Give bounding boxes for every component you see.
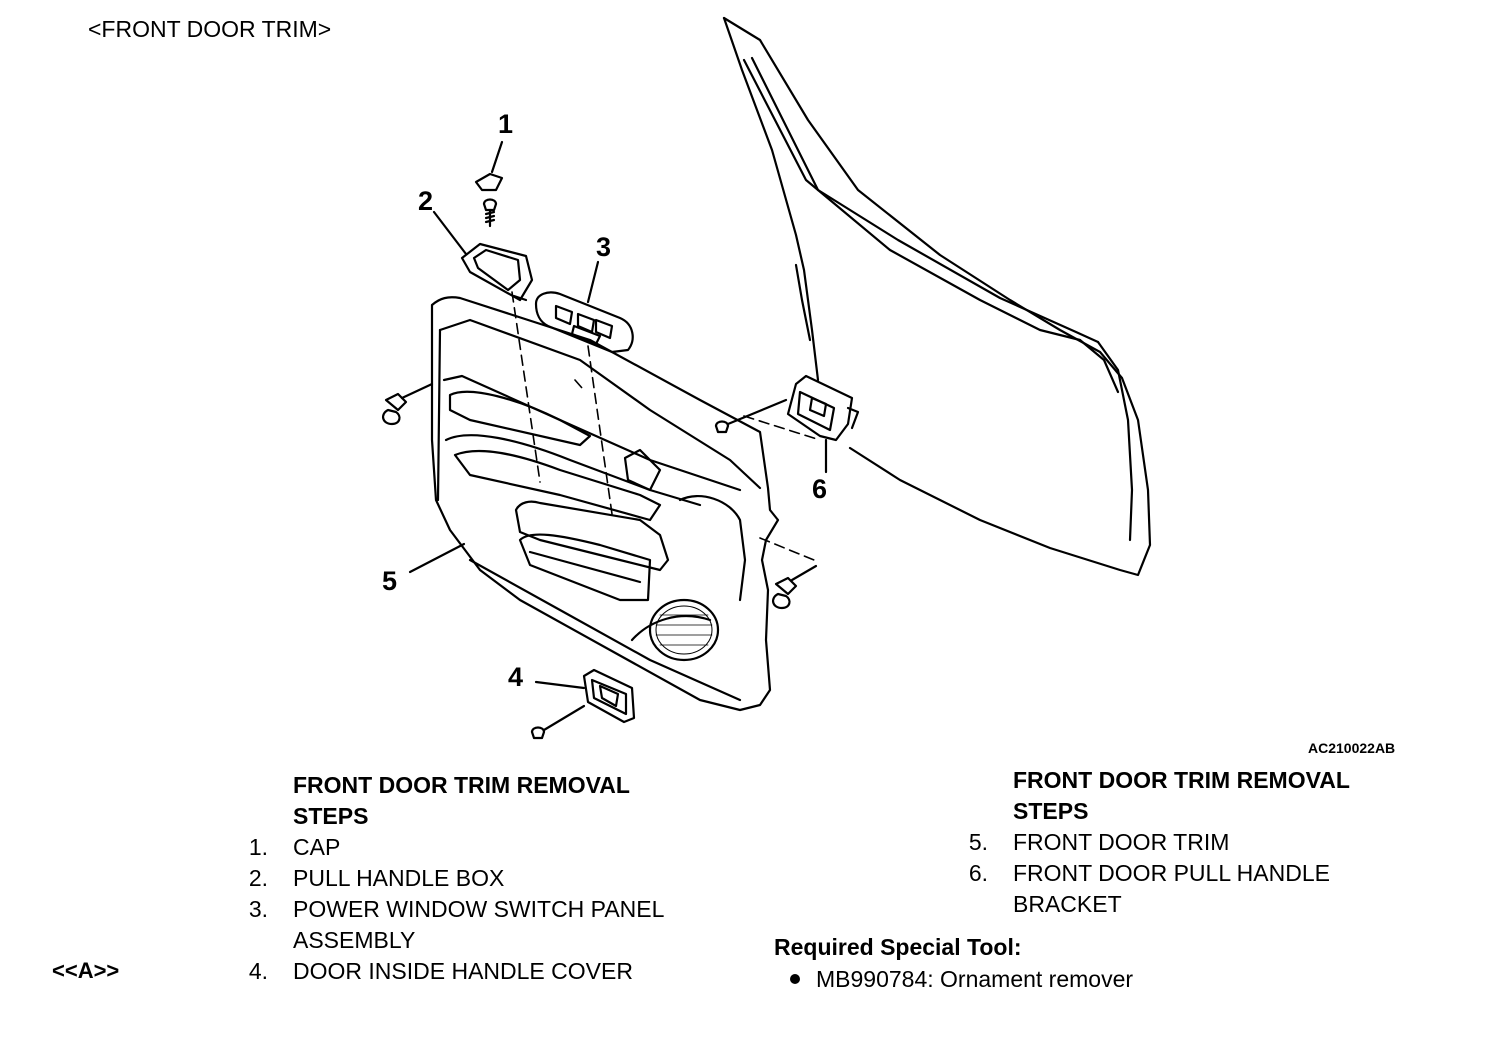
screw-top	[482, 198, 498, 228]
special-tool-item: MB990784: Ornament remover	[790, 966, 1133, 993]
speaker-grille	[648, 598, 720, 662]
callout-4: 4	[508, 662, 523, 692]
left-heading-line2: STEPS	[293, 803, 369, 829]
step-label: POWER WINDOW SWITCH PANEL	[293, 896, 665, 922]
step-label: PULL HANDLE BOX	[293, 865, 505, 891]
callout-2: 2	[418, 186, 433, 216]
pull-handle-bracket	[786, 374, 860, 442]
trim-clip-right	[772, 564, 818, 610]
figure-code: AC210022AB	[1308, 740, 1396, 756]
screw-bracket	[714, 398, 788, 434]
right-heading-line2: STEPS	[1013, 798, 1089, 824]
step-number: 2.	[248, 865, 268, 891]
bullet-icon	[790, 973, 800, 984]
step-number: 4.	[248, 958, 268, 984]
left-steps-heading: FRONT DOOR TRIM REMOVAL STEPS	[293, 770, 630, 832]
procedure-marker: <<A>>	[52, 958, 120, 983]
step-label: ASSEMBLY	[293, 927, 416, 953]
alignment-lines	[511, 291, 821, 561]
left-heading-line1: FRONT DOOR TRIM REMOVAL	[293, 772, 630, 798]
screw-bottom	[530, 704, 586, 740]
special-tool-label: MB990784: Ornament remover	[816, 966, 1134, 992]
door-inside-handle-cover	[582, 668, 636, 724]
power-window-switch-panel	[534, 291, 634, 354]
step-number: 3.	[248, 896, 268, 922]
step-number: 1.	[248, 834, 268, 860]
door-shell	[722, 16, 1152, 577]
step-number: 5.	[968, 829, 988, 855]
step-number: 6.	[968, 860, 988, 886]
callout-3: 3	[596, 232, 611, 262]
step-label: DOOR INSIDE HANDLE COVER	[293, 958, 633, 984]
section-title: <FRONT DOOR TRIM>	[88, 16, 332, 42]
right-steps-heading: FRONT DOOR TRIM REMOVAL STEPS	[1013, 765, 1350, 827]
leader-lines	[408, 140, 828, 690]
special-tool-heading: Required Special Tool:	[774, 934, 1022, 960]
trim-clip-left	[382, 382, 434, 426]
step-label: BRACKET	[1013, 891, 1122, 917]
right-heading-line1: FRONT DOOR TRIM REMOVAL	[1013, 767, 1350, 793]
cap	[474, 172, 504, 192]
step-label: FRONT DOOR TRIM	[1013, 829, 1230, 855]
exploded-view-diagram: 1 2 3 4 5 6	[382, 16, 1152, 740]
step-label: FRONT DOOR PULL HANDLE	[1013, 860, 1330, 886]
step-label: CAP	[293, 834, 341, 860]
callout-1: 1	[498, 109, 513, 139]
door-trim-panel	[430, 296, 780, 712]
callout-5: 5	[382, 566, 397, 596]
pull-handle-box	[460, 242, 534, 302]
callout-6: 6	[812, 474, 827, 504]
